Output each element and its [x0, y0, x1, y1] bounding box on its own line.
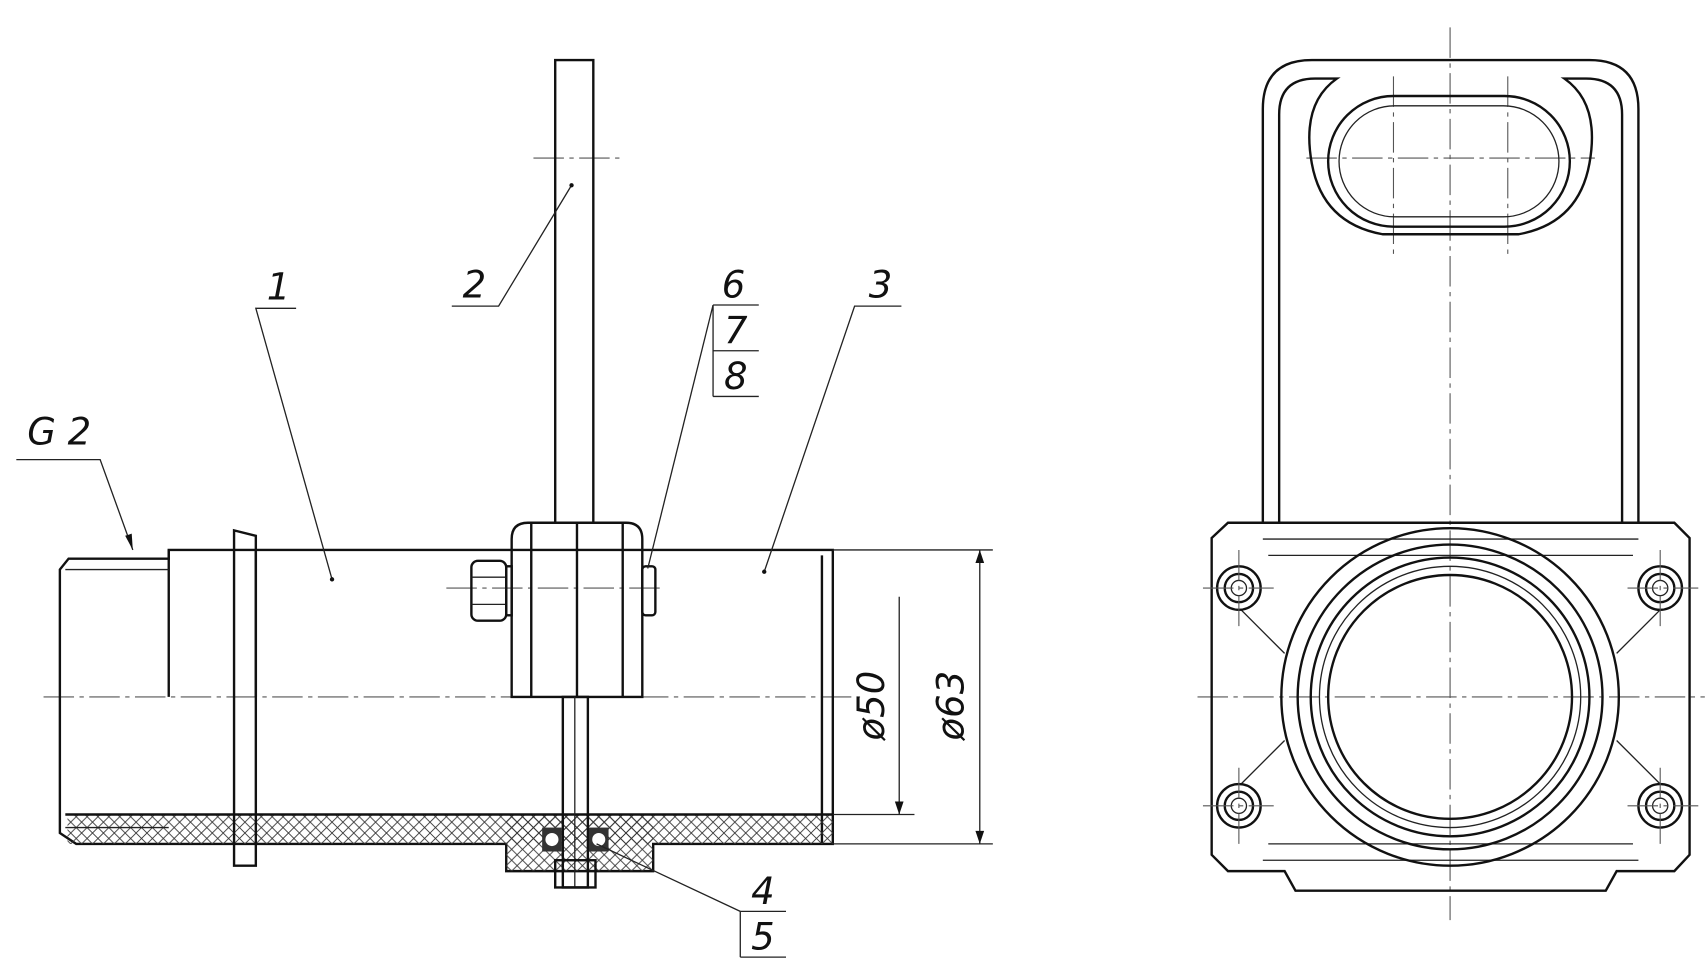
- bore: [1280, 526, 1621, 867]
- svg-text:3: 3: [869, 263, 893, 306]
- svg-text:6: 6: [722, 263, 746, 306]
- callout-1: 1: [254, 266, 335, 582]
- handle-plate: [1261, 58, 1640, 523]
- svg-text:1: 1: [267, 266, 291, 309]
- callout-2: 2: [451, 183, 574, 307]
- callout-thread: G 2: [16, 410, 134, 551]
- callout-3: 3: [762, 263, 902, 574]
- svg-text:8: 8: [724, 355, 748, 398]
- svg-text:2: 2: [463, 263, 487, 306]
- svg-text:G 2: G 2: [27, 410, 91, 453]
- dimension-outer-diameter: ø63: [832, 549, 993, 845]
- svg-text:7: 7: [724, 309, 748, 352]
- front-view: [1197, 27, 1705, 921]
- outer-diameter-label: ø63: [929, 671, 972, 742]
- side-section-view: ø50 ø63 G 2 1 2 3: [16, 58, 993, 958]
- clamp-block: [510, 521, 644, 699]
- svg-text:4: 4: [751, 870, 775, 913]
- callout-6-7-8: 6 7 8: [647, 263, 759, 569]
- svg-text:5: 5: [751, 915, 775, 958]
- pipe-body: [58, 548, 835, 873]
- dimension-inner-diameter: ø50: [832, 596, 915, 816]
- bolt-nut: [470, 559, 657, 622]
- bolt-heads: [1202, 549, 1699, 844]
- handle-rod: [554, 58, 595, 524]
- base-plate: [1210, 521, 1691, 892]
- inner-diameter-label: ø50: [850, 671, 893, 742]
- collar: [232, 528, 258, 867]
- callout-4-5: 4 5: [596, 843, 787, 958]
- handle-slot: [1326, 94, 1572, 228]
